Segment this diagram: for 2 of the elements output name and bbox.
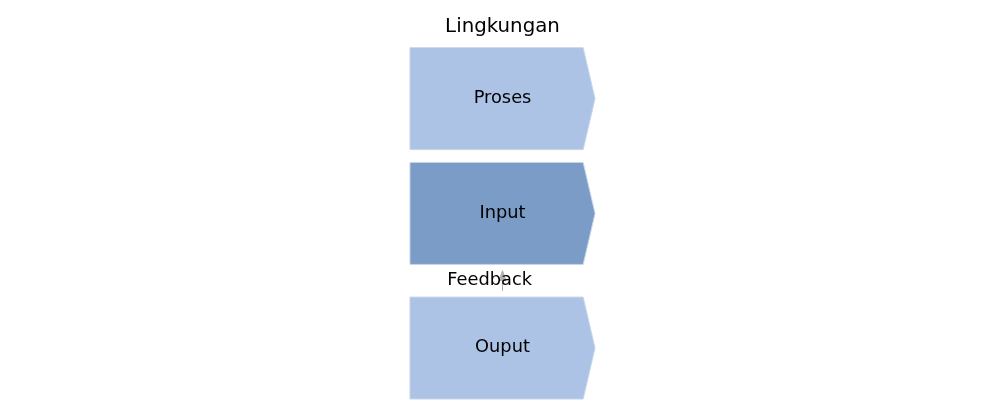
diagram-title: Lingkungan	[444, 13, 560, 37]
edge-label: Feedback	[446, 268, 532, 290]
